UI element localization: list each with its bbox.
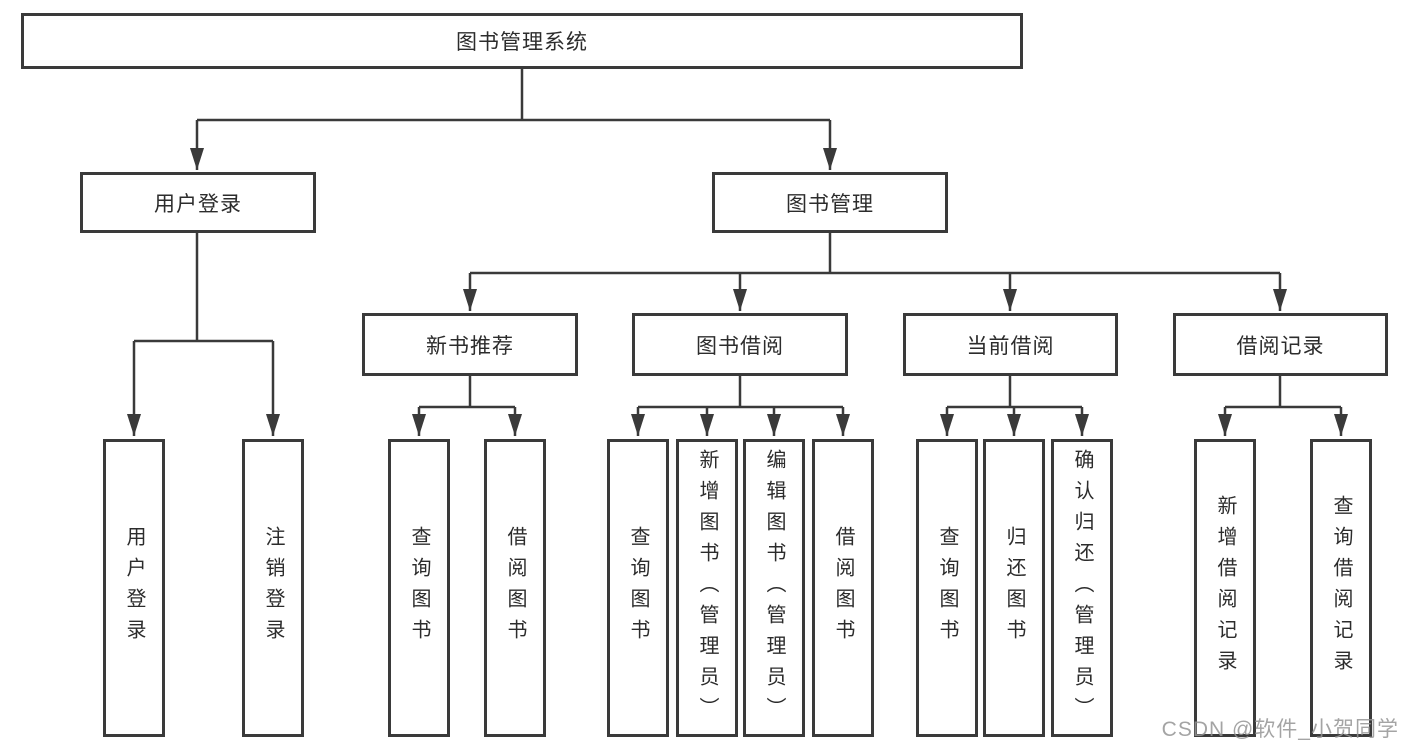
leaf-nbr-borrow-books: 借阅图书 (484, 439, 546, 737)
leaf-cb-return-books: 归还图书 (983, 439, 1045, 737)
node-label: 借阅图书 (832, 526, 854, 650)
node-borrow-record: 借阅记录 (1173, 313, 1388, 376)
node-current-borrow: 当前借阅 (903, 313, 1118, 376)
node-label: 查询图书 (936, 526, 958, 650)
node-label: 借阅记录 (1236, 334, 1325, 358)
node-label: 新书推荐 (426, 334, 514, 358)
node-label: 查询借阅记录 (1330, 495, 1352, 681)
leaf-br-add-record: 新增借阅记录 (1194, 439, 1256, 737)
leaf-bb-borrow-books: 借阅图书 (812, 439, 874, 737)
node-book-borrow: 图书借阅 (632, 313, 848, 376)
watermark: CSDN @软件_小贺同学 (1161, 718, 1399, 741)
node-new-book-recommend: 新书推荐 (362, 313, 578, 376)
node-book-management: 图书管理 (712, 172, 948, 233)
node-library-management-system: 图书管理系统 (21, 13, 1023, 69)
leaf-bb-add-books-admin: 新增图书（管理员） (676, 439, 738, 737)
node-label: 借阅图书 (504, 526, 526, 650)
node-label: 注销登录 (262, 526, 284, 650)
node-label: 图书管理 (786, 192, 874, 216)
leaf-nbr-query-books: 查询图书 (388, 439, 450, 737)
node-label: 新增图书（管理员） (696, 448, 718, 728)
node-label: 图书借阅 (696, 334, 784, 358)
node-label: 确认归还（管理员） (1071, 448, 1093, 728)
node-label: 当前借阅 (966, 334, 1055, 358)
leaf-bb-edit-books-admin: 编辑图书（管理员） (743, 439, 805, 737)
leaf-logout: 注销登录 (242, 439, 304, 737)
leaf-bb-query-books: 查询图书 (607, 439, 669, 737)
node-label: 查询图书 (627, 526, 649, 650)
node-label: 查询图书 (408, 526, 430, 650)
node-label: 图书管理系统 (456, 31, 588, 54)
leaf-br-query-record: 查询借阅记录 (1310, 439, 1372, 737)
node-label: 用户登录 (154, 192, 242, 216)
node-label: 新增借阅记录 (1214, 495, 1236, 681)
leaf-cb-query-books: 查询图书 (916, 439, 978, 737)
leaf-cb-confirm-return-admin: 确认归还（管理员） (1051, 439, 1113, 737)
leaf-user-login: 用户登录 (103, 439, 165, 737)
node-label: 用户登录 (123, 526, 145, 650)
node-label: 归还图书 (1003, 526, 1025, 650)
node-label: 编辑图书（管理员） (763, 448, 785, 728)
node-user-login: 用户登录 (80, 172, 316, 233)
